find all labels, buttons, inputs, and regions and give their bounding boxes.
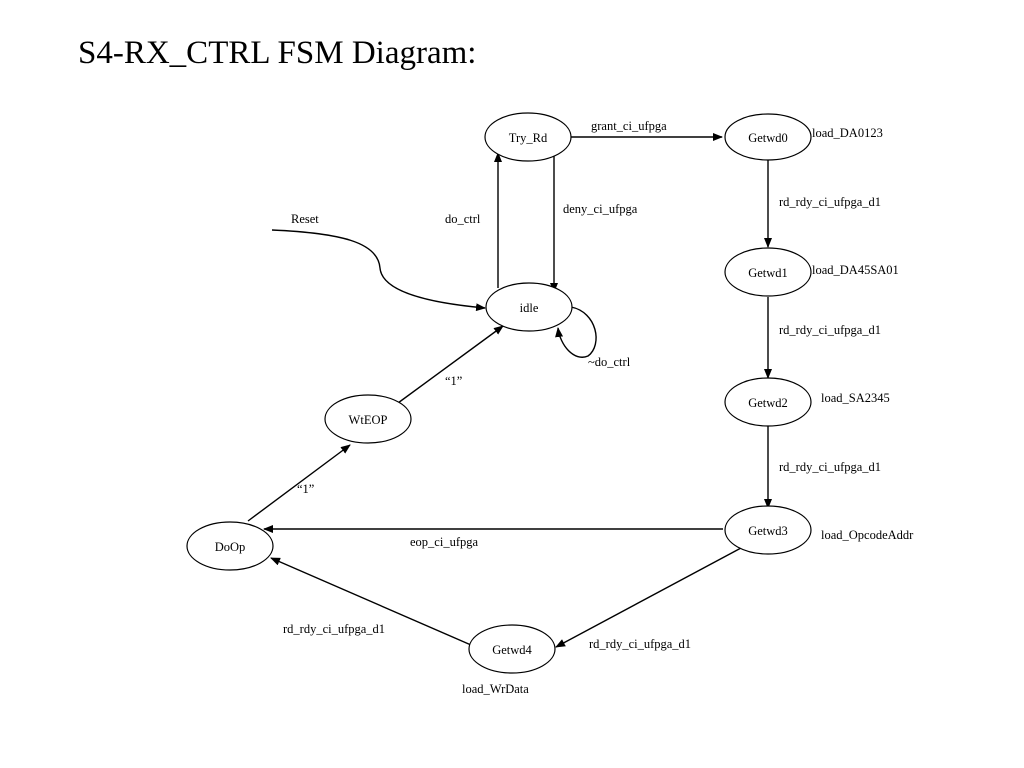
edge-reset-to-idle	[271, 229, 486, 312]
label-rd-rdy-getwd1-getwd2: rd_rdy_ci_ufpga_d1	[779, 323, 881, 337]
state-getwd1: Getwd1	[724, 247, 812, 297]
label-rd-rdy-getwd3-getwd4: rd_rdy_ci_ufpga_d1	[589, 637, 691, 651]
edge-idle-self-loop	[555, 306, 597, 358]
state-getwd3: Getwd3	[724, 505, 812, 555]
state-wteop: WtEOP	[324, 394, 412, 444]
label-rd-rdy-getwd2-getwd3: rd_rdy_ci_ufpga_d1	[779, 460, 881, 474]
label-wteop-to-idle: “1”	[445, 374, 462, 388]
state-label-getwd1: Getwd1	[748, 266, 788, 280]
label-grant-ci-ufpga: grant_ci_ufpga	[591, 119, 667, 133]
state-label-getwd2: Getwd2	[748, 396, 788, 410]
output-load-da45sa01: load_DA45SA01	[812, 263, 899, 277]
output-load-da0123: load_DA0123	[812, 126, 883, 140]
output-load-opcodeaddr: load_OpcodeAddr	[821, 528, 914, 542]
edge-getwd3-to-getwd4	[555, 547, 742, 648]
edge-getwd4-to-doop	[270, 557, 472, 646]
edge-wteop-to-idle	[397, 325, 504, 404]
state-try-rd: Try_Rd	[484, 112, 572, 162]
state-getwd2: Getwd2	[724, 377, 812, 427]
state-label-doop: DoOp	[215, 540, 246, 554]
state-getwd0: Getwd0	[724, 113, 812, 161]
output-load-wrdata: load_WrData	[462, 682, 529, 696]
state-doop: DoOp	[186, 521, 274, 571]
label-doop-to-wteop: “1”	[297, 482, 314, 496]
label-reset: Reset	[291, 212, 319, 226]
label-rd-rdy-getwd0-getwd1: rd_rdy_ci_ufpga_d1	[779, 195, 881, 209]
state-label-getwd0: Getwd0	[748, 131, 788, 145]
state-label-try-rd: Try_Rd	[509, 131, 548, 145]
edge-doop-to-wteop	[247, 444, 351, 522]
state-getwd4: Getwd4	[468, 624, 556, 674]
state-label-idle: idle	[520, 301, 539, 315]
label-do-ctrl: do_ctrl	[445, 212, 481, 226]
label-deny-ci-ufpga: deny_ci_ufpga	[563, 202, 638, 216]
state-label-getwd3: Getwd3	[748, 524, 788, 538]
edges	[247, 133, 772, 648]
page-title: S4-RX_CTRL FSM Diagram:	[78, 35, 477, 71]
label-eop-ci-ufpga: eop_ci_ufpga	[410, 535, 478, 549]
state-idle: idle	[485, 282, 573, 332]
label-not-do-ctrl: ~do_ctrl	[588, 355, 631, 369]
state-label-getwd4: Getwd4	[492, 643, 532, 657]
state-label-wteop: WtEOP	[349, 413, 388, 427]
output-load-sa2345: load_SA2345	[821, 391, 890, 405]
label-rd-rdy-getwd4-doop: rd_rdy_ci_ufpga_d1	[283, 622, 385, 636]
